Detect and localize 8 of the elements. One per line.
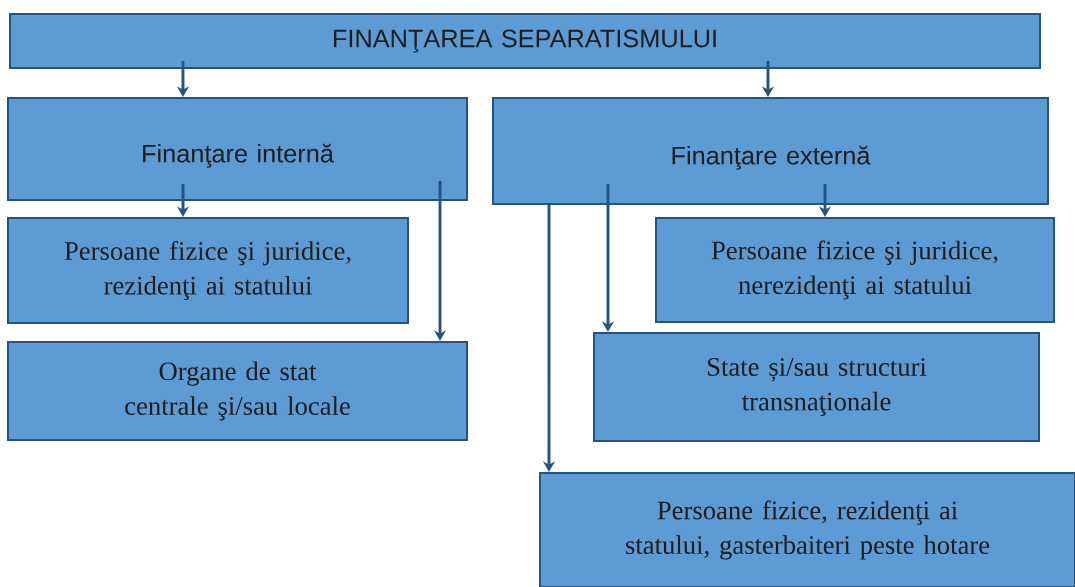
source-box: Organe de stat centrale şi/sau locale — [7, 341, 468, 441]
source-box: State și/sau structuri transnaţionale — [593, 332, 1040, 442]
source-box: Persoane fizice şi juridice, nerezidenţi ai statului — [655, 217, 1055, 323]
box-header: FINANŢAREA SEPARATISMULUI — [9, 13, 1041, 69]
source-box: Persoane fizice, rezidenţi ai statului, gasterbaiteri peste hotare — [539, 472, 1075, 587]
source-box: Persoane fizice şi juridice, rezidenţi ai statului — [7, 217, 409, 324]
category-box: Finanţare externă — [492, 97, 1049, 205]
category-box: Finanţare internă — [7, 97, 468, 201]
